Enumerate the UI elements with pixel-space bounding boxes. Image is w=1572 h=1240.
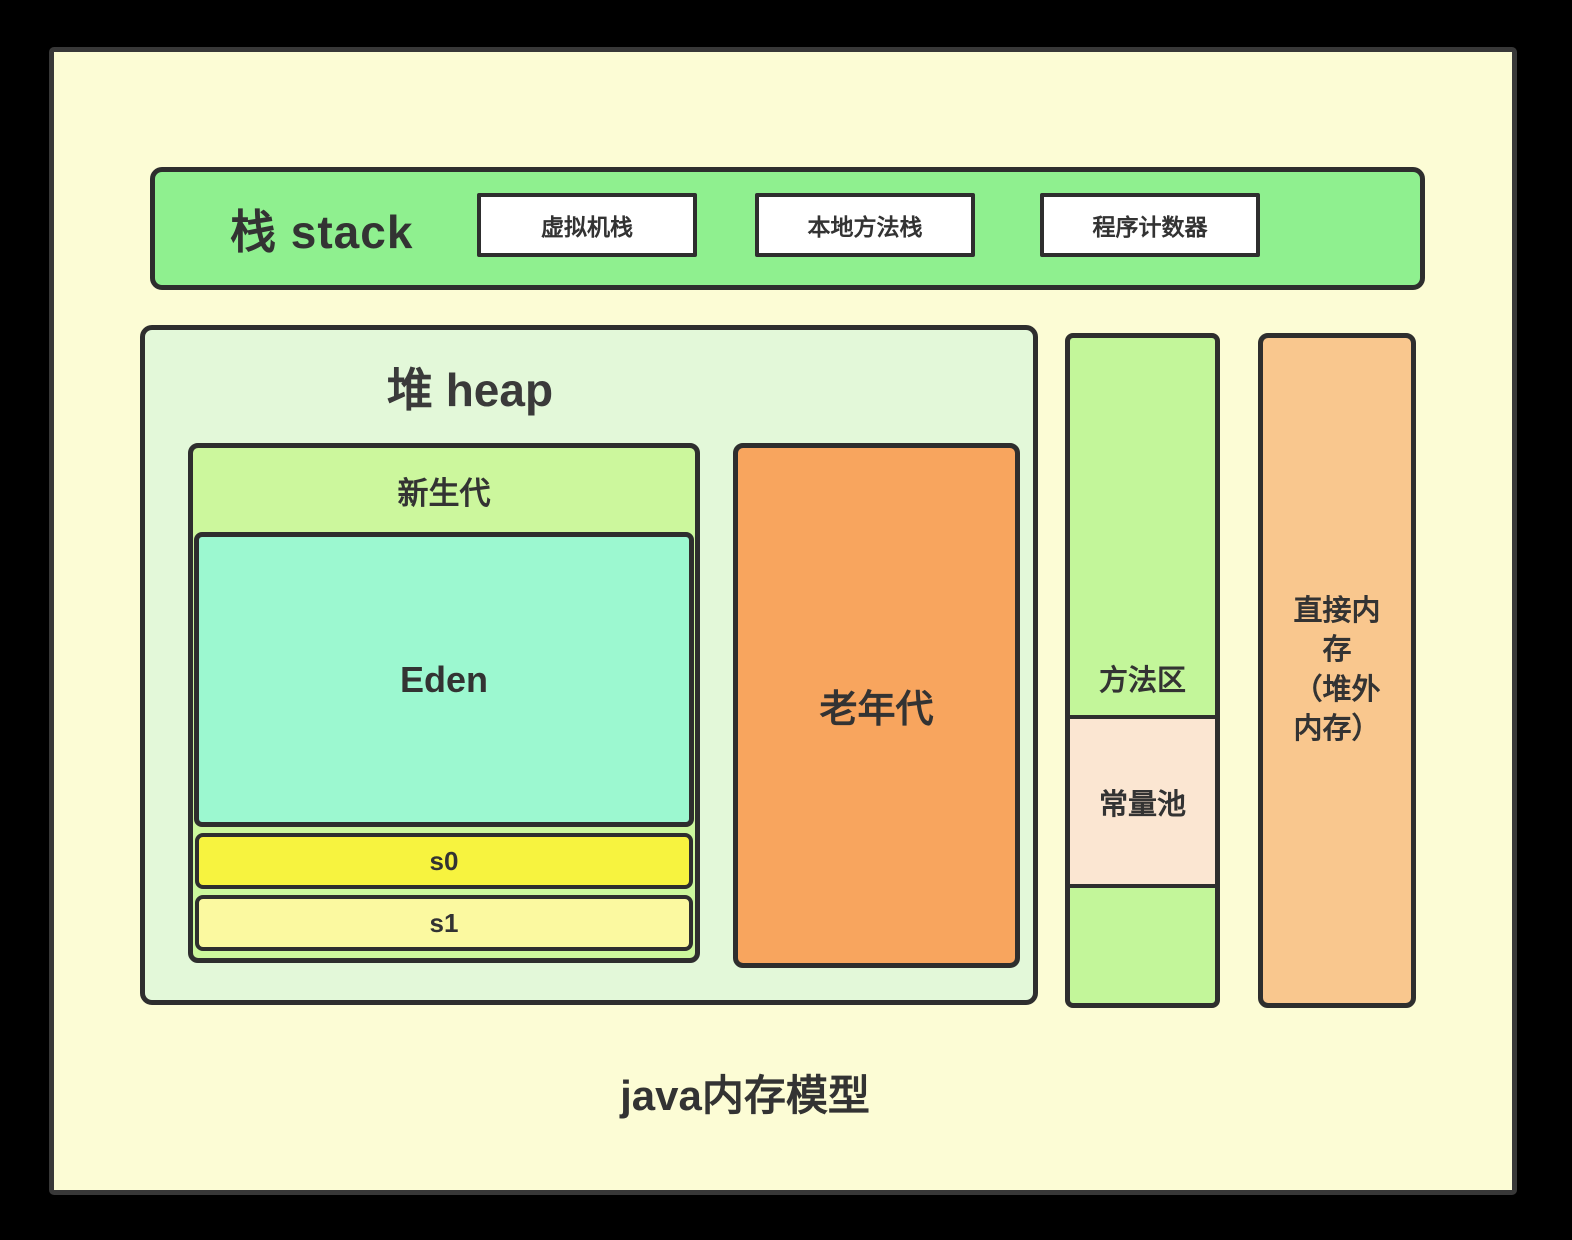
survivor0-box: s0 <box>195 833 693 889</box>
method-area-column: 方法区 常量池 <box>1065 333 1220 1008</box>
constant-pool-box: 常量池 <box>1070 715 1215 888</box>
old-generation-box: 老年代 <box>733 443 1020 968</box>
stack-region-title: 栈 stack <box>230 205 414 258</box>
heap-region: 堆 heap 新生代 Eden s0 s1 老年代 <box>140 325 1038 1005</box>
diagram-title: java内存模型 <box>620 1072 870 1119</box>
vm-stack-box: 虚拟机栈 <box>477 193 697 257</box>
diagram-canvas: 栈 stack 虚拟机栈 本地方法栈 程序计数器 堆 heap 新生代 Eden… <box>49 47 1517 1195</box>
eden-box: Eden <box>194 532 694 827</box>
native-method-stack-box: 本地方法栈 <box>755 193 975 257</box>
direct-memory-column: 直接内 存 （堆外 内存） <box>1258 333 1416 1008</box>
method-area-bottom-filler <box>1070 888 1215 1003</box>
young-generation-label: 新生代 <box>397 475 491 511</box>
stack-region: 栈 stack 虚拟机栈 本地方法栈 程序计数器 <box>150 167 1425 290</box>
program-counter-box: 程序计数器 <box>1040 193 1260 257</box>
survivor1-box: s1 <box>195 895 693 951</box>
young-generation-box: 新生代 Eden s0 s1 <box>188 443 700 963</box>
direct-memory-label: 直接内 存 （堆外 内存） <box>1293 595 1381 745</box>
heap-title: 堆 heap <box>386 364 554 416</box>
method-area-label: 方法区 <box>1098 665 1186 697</box>
